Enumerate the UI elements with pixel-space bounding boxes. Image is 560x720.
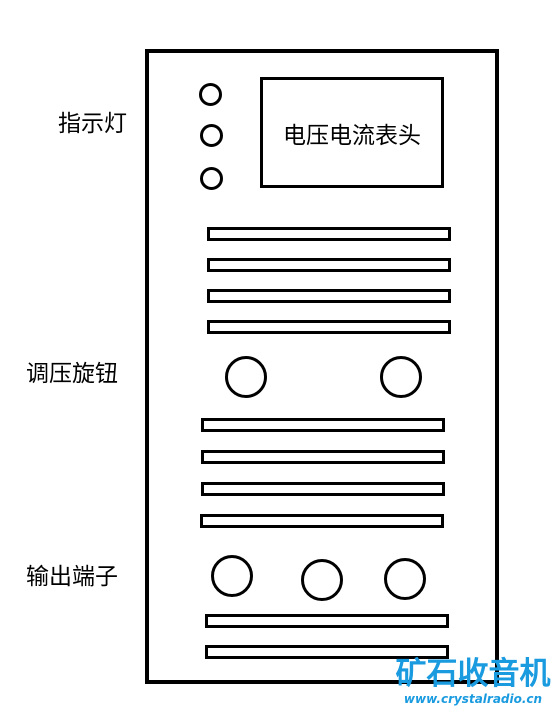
knob-label: 调压旋钮 bbox=[26, 361, 118, 387]
vent-slot bbox=[207, 258, 451, 272]
vent-slot bbox=[205, 645, 449, 659]
vent-slot bbox=[200, 514, 444, 528]
vent-slot bbox=[207, 227, 451, 241]
output-terminal-2 bbox=[301, 559, 343, 601]
vent-slot bbox=[201, 418, 445, 432]
output-terminal-label: 输出端子 bbox=[26, 564, 118, 590]
output-terminal-3 bbox=[384, 558, 426, 600]
indicator-light-3 bbox=[200, 167, 223, 190]
indicator-light-2 bbox=[200, 124, 223, 147]
vent-slot bbox=[201, 482, 445, 496]
indicator-light-1 bbox=[199, 83, 222, 106]
voltage-knob-left bbox=[225, 356, 267, 398]
indicator-label: 指示灯 bbox=[58, 111, 127, 137]
vent-slot bbox=[207, 320, 451, 334]
voltage-knob-right bbox=[380, 356, 422, 398]
watermark: 矿石收音机 www.crystalradio.cn bbox=[388, 656, 558, 706]
vent-slot bbox=[205, 614, 449, 628]
output-terminal-1 bbox=[211, 555, 253, 597]
watermark-title: 矿石收音机 bbox=[395, 656, 551, 692]
vent-slot bbox=[207, 289, 451, 303]
meter-label: 电压电流表头 bbox=[283, 122, 421, 149]
watermark-url: www.crystalradio.cn bbox=[403, 692, 543, 706]
voltage-current-meter: 电压电流表头 bbox=[260, 77, 444, 188]
vent-slot bbox=[201, 450, 445, 464]
